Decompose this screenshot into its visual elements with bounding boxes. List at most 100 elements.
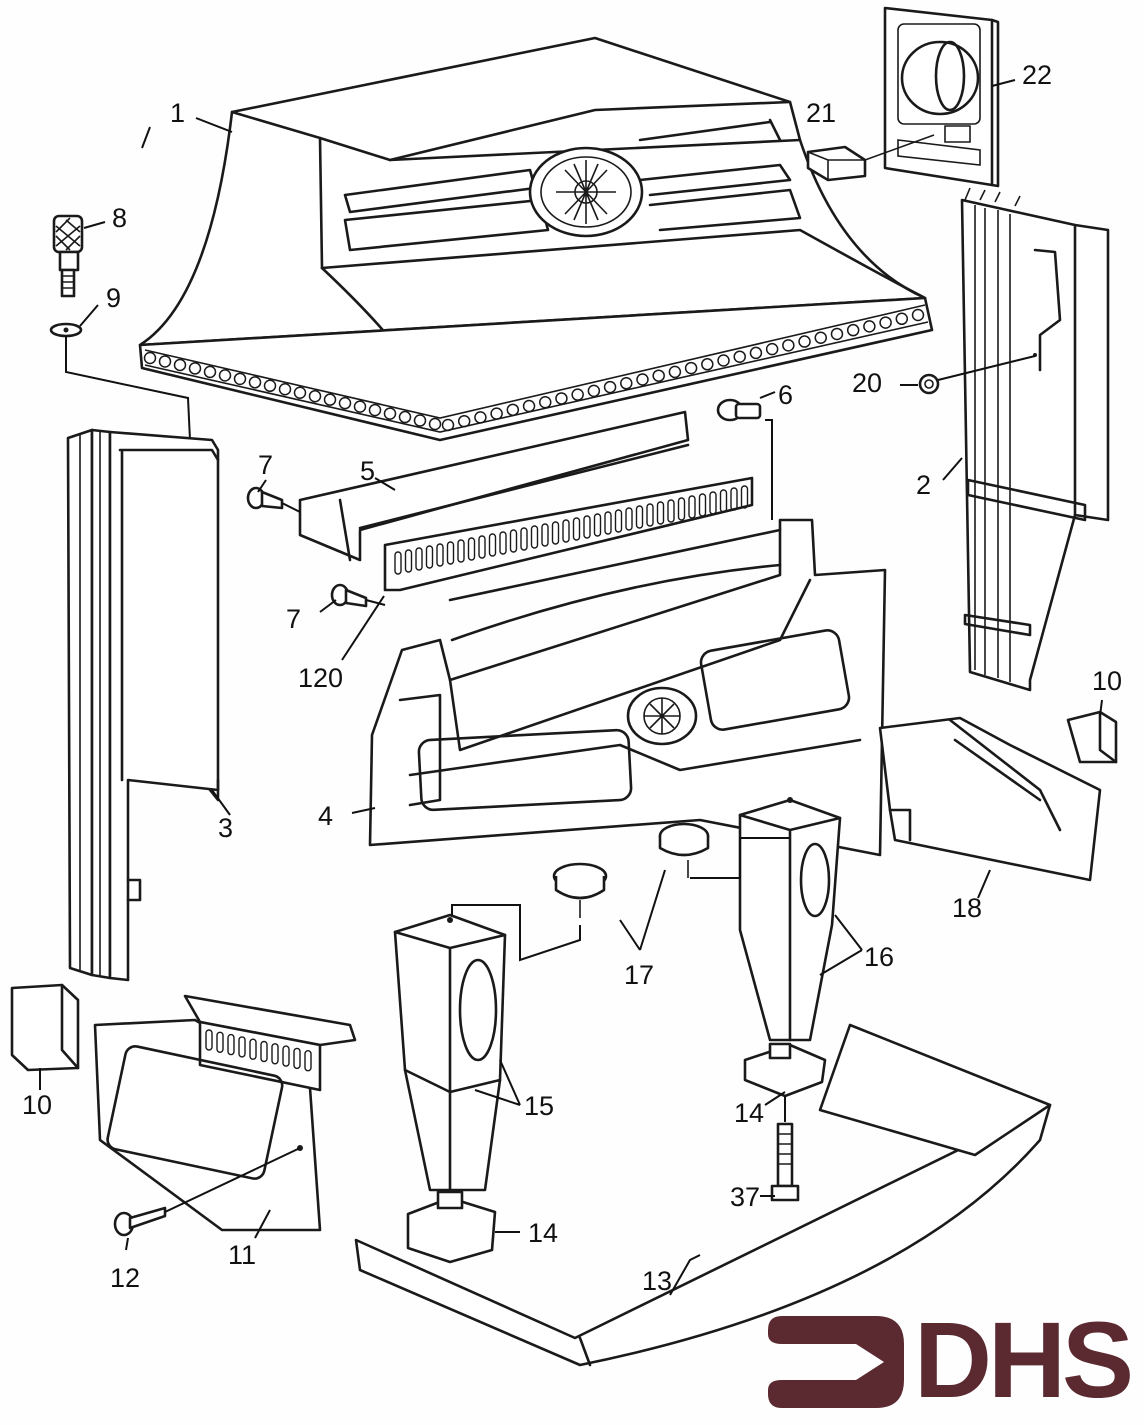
arrow-right-bracket-icon [768,1316,904,1408]
part-hood [138,36,934,442]
part-foot-right [743,1042,827,1122]
part-screw-7a [246,486,301,513]
callout-37: 37 [730,1182,761,1212]
grille-slot [646,503,654,527]
grille-slot [593,513,602,537]
part-screw-12 [113,1147,301,1237]
grille-slot [656,501,665,525]
callout-10b: 10 [22,1090,53,1120]
grille-slot [520,527,528,551]
callout-22: 22 [1022,60,1053,90]
bead [620,377,633,390]
grille-slot [583,515,591,539]
bead [383,407,397,420]
callout-21: 21 [806,98,837,128]
callout-4: 4 [318,801,334,831]
bead [338,396,352,410]
grille-slot [677,497,686,521]
grille-slot [688,495,696,519]
bead [911,308,925,322]
bead [717,354,730,367]
part-front-fascia [368,518,887,857]
callout-120: 120 [298,663,344,693]
bead [441,418,455,432]
bead [203,365,217,379]
part-foot-left [406,1190,497,1264]
panel-slot [205,1029,213,1051]
bead [233,372,247,386]
callout-9: 9 [106,283,122,313]
bead [652,369,665,382]
callout-14b: 14 [528,1218,559,1248]
grille-slot [551,521,560,545]
callout-15: 15 [524,1091,555,1121]
part-baffle-plate [298,410,690,562]
part-rear-bracket [878,716,1102,882]
grille-slot [635,505,644,529]
grille-slot [667,499,675,523]
callout-12: 12 [110,1263,141,1293]
grille-slot [478,535,486,559]
callout-13: 13 [642,1266,673,1296]
grille-slot [457,539,465,563]
panel-slot [238,1036,246,1058]
grille-slot [562,519,570,543]
callout-3: 3 [218,813,234,843]
callout-7a: 7 [258,450,274,480]
grille-slot [394,551,402,575]
grille-slot [404,549,413,573]
bead [278,383,292,396]
panel-slot [293,1047,301,1070]
bead [158,355,172,368]
callout-5: 5 [360,456,376,486]
bead [490,407,503,420]
bead [749,346,763,360]
bead [830,327,844,341]
part-screw-top-right [716,398,773,520]
bead [701,358,714,371]
bead [555,392,568,405]
bead [684,361,698,375]
callout-1: 1 [170,98,186,128]
rim-beads [143,308,925,432]
bead [413,414,427,427]
grille-slot [740,485,749,509]
bead [248,376,262,389]
bead [571,388,584,401]
grille-slot [446,541,455,565]
part-grille [383,476,754,592]
grille-slot [425,545,434,569]
bead [782,339,795,352]
bead [636,373,649,386]
grille-slot [509,529,518,553]
callout-14a: 14 [734,1098,765,1128]
part-right-leg [738,797,842,1042]
part-clip-left [10,983,80,1072]
bead [587,384,601,398]
grille-slot [499,531,507,555]
bead [428,417,442,431]
panel-slot [282,1045,290,1067]
panel-slot [304,1049,312,1072]
bead [293,386,307,399]
callout-20: 20 [852,368,883,398]
grille-slot [436,543,444,567]
rosette-petals [556,160,616,224]
callout-11: 11 [228,1240,257,1270]
panel-slot [227,1033,235,1056]
bead [457,414,471,428]
bead [765,342,779,356]
leader-lines [39,79,1103,1296]
grille-slot [541,523,549,547]
bead [474,411,487,424]
panel-slot [260,1040,268,1063]
part-switch [806,134,935,182]
part-ash-pan [354,1023,1052,1367]
grille-slot [604,511,612,535]
panel-slot [271,1043,279,1065]
grille-slots [394,485,749,575]
bead [398,410,412,424]
part-grommet [918,355,1036,395]
bead [668,365,682,379]
